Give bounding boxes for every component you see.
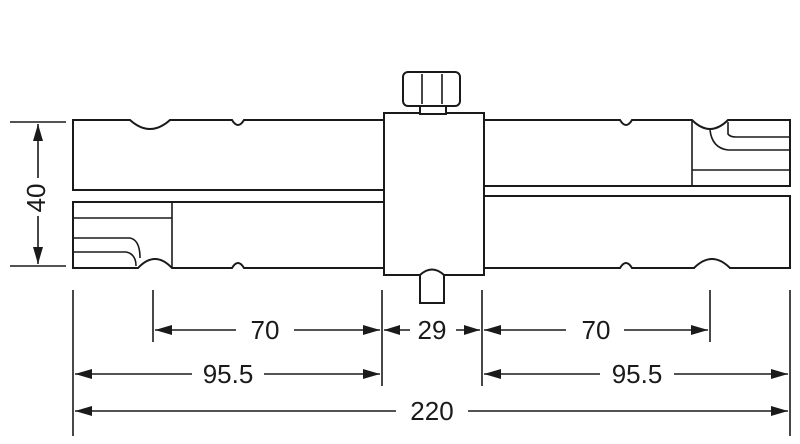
lower-bar-end-slot [73,202,173,268]
upper-bar [72,119,791,191]
height-label: 40 [21,184,51,213]
dimension-row-inner: 70 29 70 [155,315,708,345]
left-outer-label: 95.5 [203,359,254,389]
height-arrow-bottom [33,247,43,264]
dimension-row-total: 220 [75,396,788,426]
right-inner-label: 70 [582,315,611,345]
height-dimension: 40 [21,124,51,264]
center-label: 29 [418,315,447,345]
total-length-label: 220 [410,396,453,426]
bolt-head [402,71,461,115]
clamp-block [383,112,485,276]
left-inner-label: 70 [251,315,280,345]
dimension-row-outer: 95.5 95.5 [75,359,788,389]
right-outer-label: 95.5 [612,359,663,389]
locating-pin [419,268,445,304]
lower-bar [72,195,791,269]
extension-lines [10,121,791,436]
upper-bar-end-slot [691,120,790,186]
height-arrow-top [33,124,43,141]
